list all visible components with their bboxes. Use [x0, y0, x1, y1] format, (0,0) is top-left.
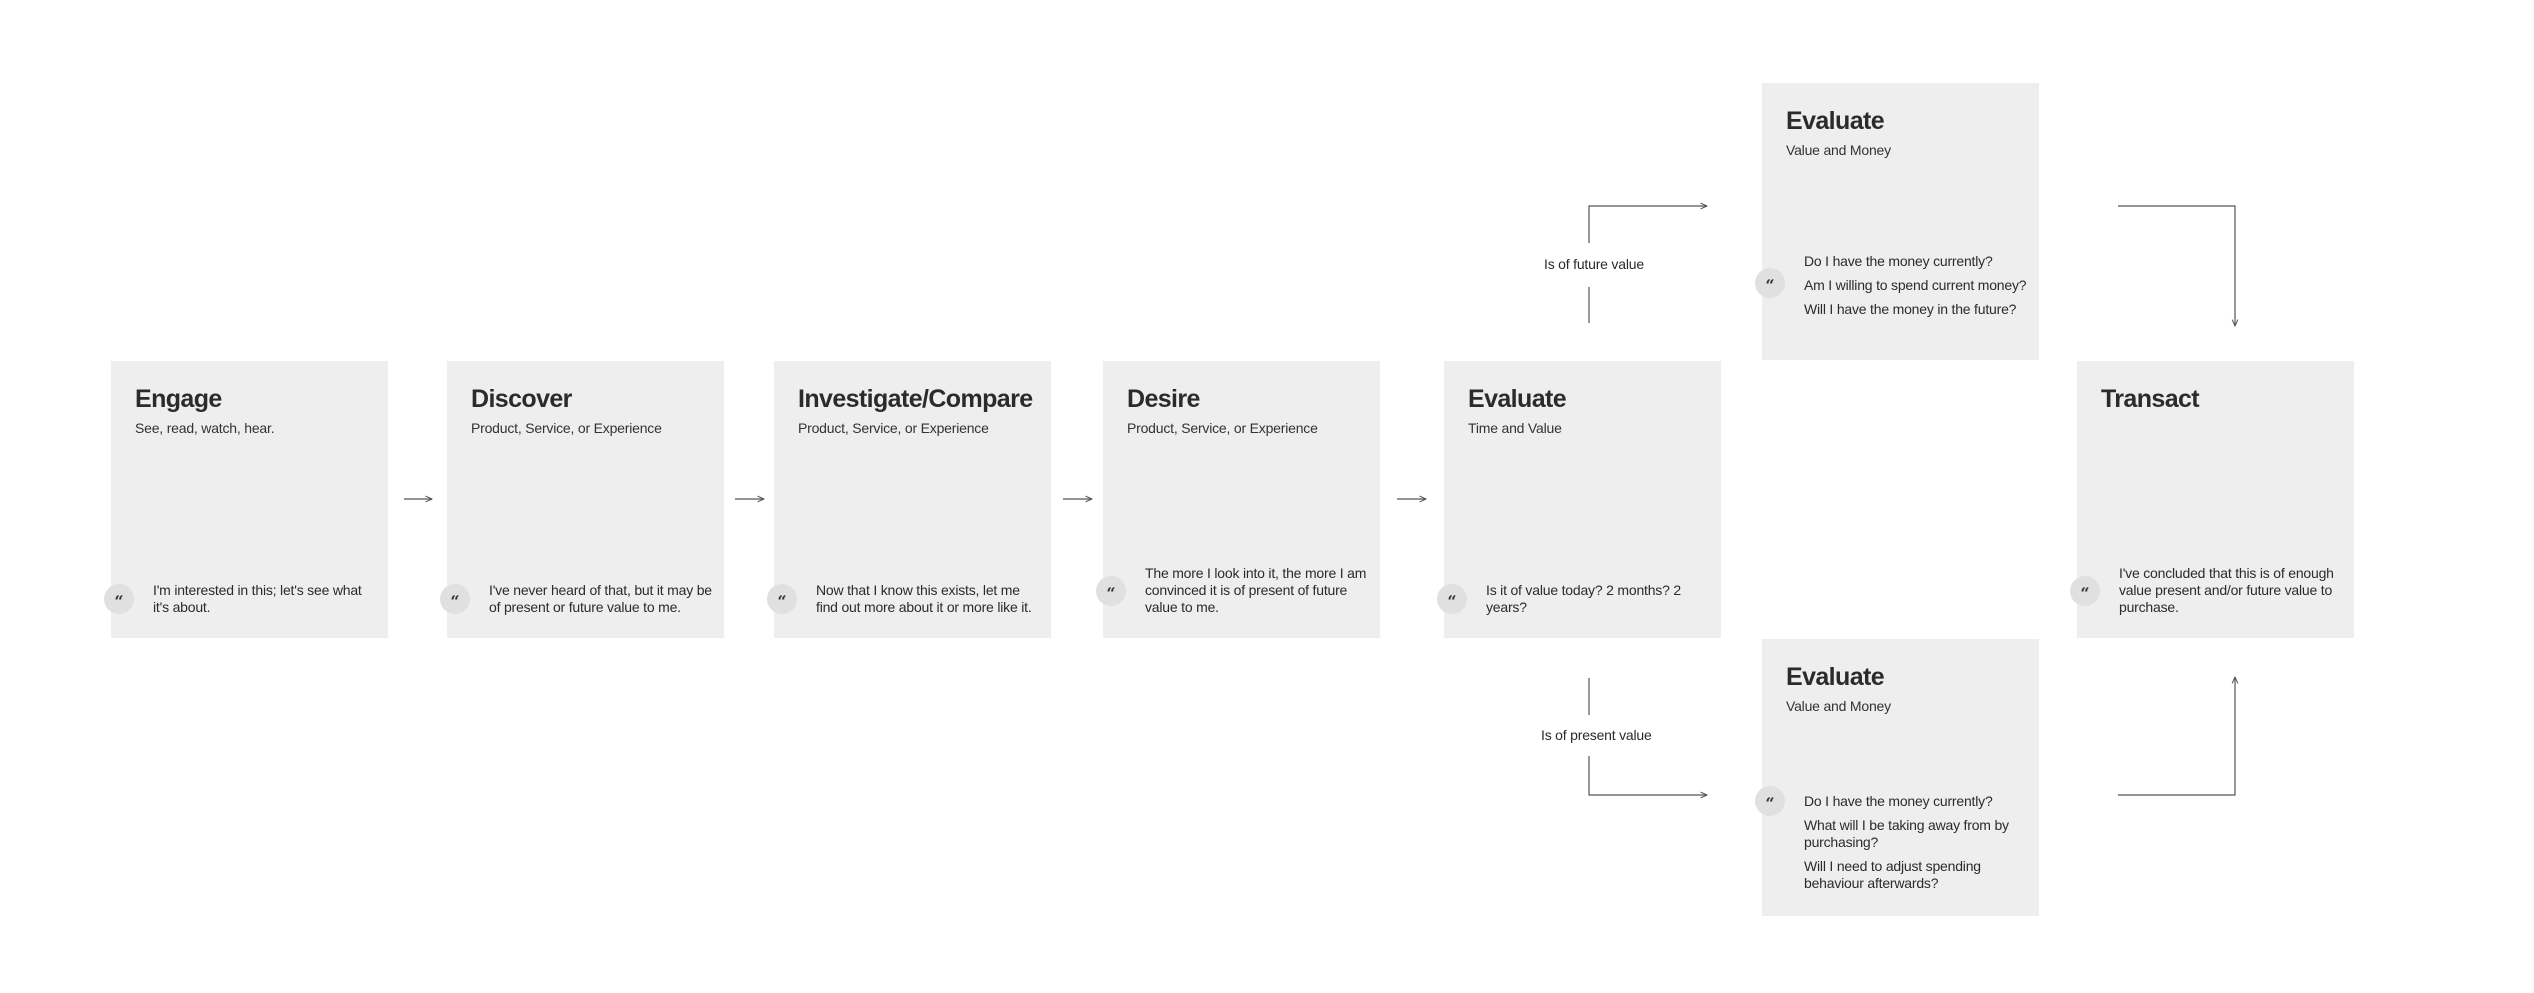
quote-icon: “ — [1437, 584, 1467, 614]
branch-future-path-upper — [1588, 206, 1707, 243]
quote-list: Do I have the money currently? Am I will… — [1804, 253, 2029, 318]
quote-line: Will I need to adjust spending behaviour… — [1804, 858, 1981, 891]
card-discover: Discover Product, Service, or Experience… — [440, 361, 724, 638]
quote-icon: “ — [104, 584, 134, 614]
quote-line: Do I have the money currently? — [1804, 253, 1993, 269]
quote-line: Do I have the money currently? — [1804, 793, 1993, 809]
arrow-future-to-transact — [2118, 205, 2235, 326]
quote-block: “ I'm interested in this; let's see what… — [104, 582, 378, 616]
card-title: Evaluate — [1786, 663, 1885, 691]
card-evaluate-time-value: Evaluate Time and Value “ Is it of value… — [1437, 361, 1721, 638]
card-title: Engage — [135, 385, 222, 413]
branch-label-present-value: Is of present value — [1541, 727, 1652, 743]
quote-text: I'm interested in this; let's see what i… — [153, 582, 362, 615]
quote-block: “ I've never heard of that, but it may b… — [440, 582, 714, 616]
quote-icon: “ — [1755, 268, 1785, 298]
quote-icon: “ — [1755, 786, 1785, 816]
quote-block: “ Do I have the money currently? Am I wi… — [1755, 253, 2029, 318]
card-title: Evaluate — [1468, 385, 1567, 413]
quote-line: Am I willing to spend current money? — [1804, 277, 2027, 293]
quote-text: Now that I know this exists, let me find… — [816, 582, 1032, 615]
card-subtitle: Product, Service, or Experience — [471, 420, 662, 436]
quote-block: “ I've concluded that this is of enough … — [2070, 565, 2344, 616]
quote-text: I've never heard of that, but it may be … — [489, 582, 712, 615]
quote-block: “ Is it of value today? 2 months? 2 year… — [1437, 582, 1711, 616]
card-engage: Engage See, read, watch, hear. “ I'm int… — [104, 361, 388, 638]
quote-text: Is it of value today? 2 months? 2 years? — [1486, 582, 1681, 615]
quote-line: What will I be taking away from by purch… — [1804, 817, 2009, 850]
card-title: Discover — [471, 385, 572, 413]
quote-icon: “ — [767, 584, 797, 614]
quote-line: Will I have the money in the future? — [1804, 301, 2017, 317]
card-evaluate-present-money: Evaluate Value and Money “ Do I have the… — [1755, 639, 2039, 916]
quote-icon: “ — [1096, 575, 1126, 606]
card-subtitle: Time and Value — [1468, 420, 1562, 436]
card-desire: Desire Product, Service, or Experience “… — [1096, 361, 1380, 638]
card-title: Investigate/Compare — [798, 385, 1033, 413]
quote-icon: “ — [2070, 575, 2100, 606]
quote-icon: “ — [440, 584, 470, 614]
card-title: Transact — [2101, 385, 2200, 413]
quote-block: “ Now that I know this exists, let me fi… — [767, 582, 1041, 616]
quote-text: The more I look into it, the more I am c… — [1145, 565, 1367, 615]
card-transact: Transact “ I've concluded that this is o… — [2070, 361, 2354, 638]
branch-present-path-lower — [1588, 756, 1707, 795]
card-title: Evaluate — [1786, 107, 1885, 135]
quote-block: “ Do I have the money currently? What wi… — [1755, 786, 2029, 892]
card-subtitle: Value and Money — [1786, 698, 1891, 714]
branch-label-future-value: Is of future value — [1544, 256, 1644, 272]
card-evaluate-future-money: Evaluate Value and Money “ Do I have the… — [1755, 83, 2039, 360]
card-subtitle: See, read, watch, hear. — [135, 420, 275, 436]
card-subtitle: Value and Money — [1786, 142, 1891, 158]
card-title: Desire — [1127, 385, 1200, 413]
quote-text: I've concluded that this is of enough va… — [2119, 565, 2334, 615]
card-investigate-compare: Investigate/Compare Product, Service, or… — [767, 361, 1051, 638]
arrow-present-to-transact — [2118, 677, 2235, 796]
quote-list: Do I have the money currently? What will… — [1804, 793, 2029, 892]
card-subtitle: Product, Service, or Experience — [798, 420, 989, 436]
card-subtitle: Product, Service, or Experience — [1127, 420, 1318, 436]
quote-block: “ The more I look into it, the more I am… — [1096, 565, 1370, 616]
